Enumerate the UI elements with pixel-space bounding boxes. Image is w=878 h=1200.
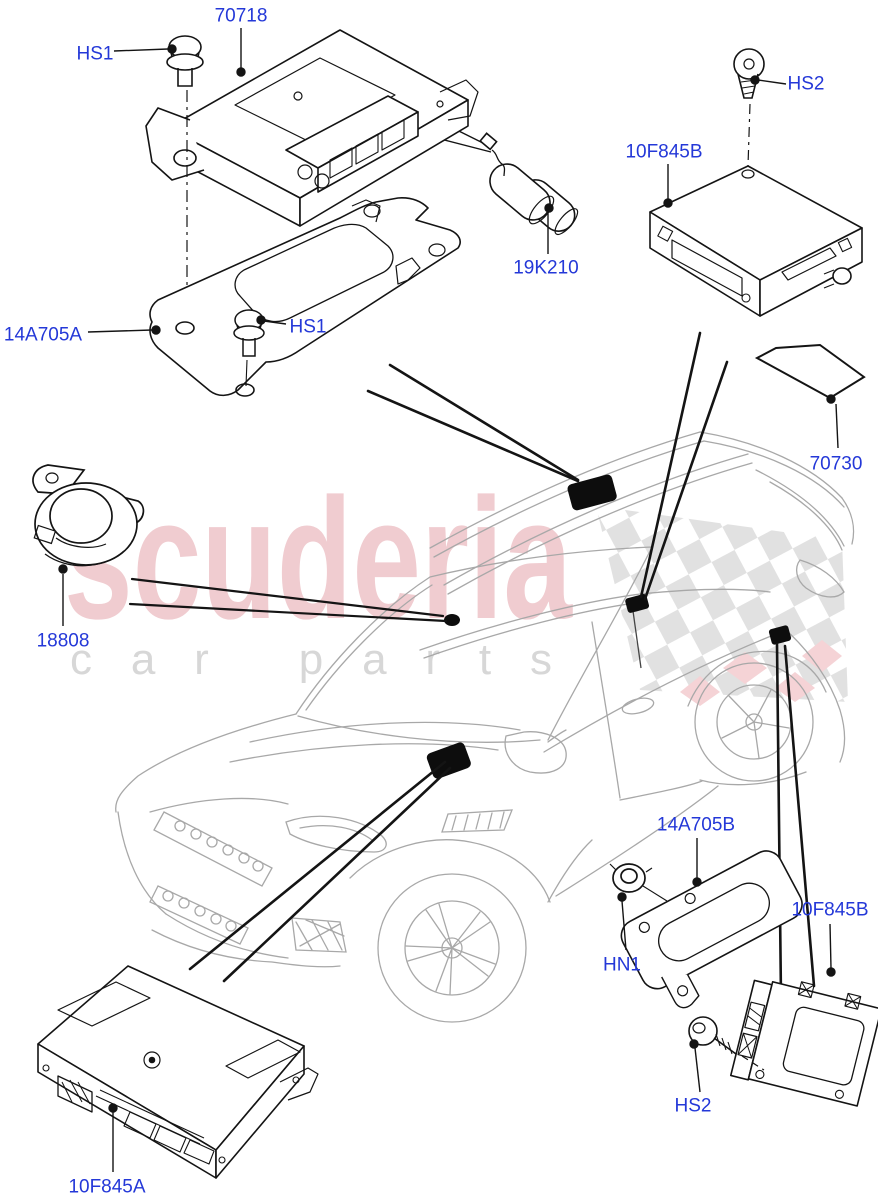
part-label-14a705a[interactable]: 14A705A bbox=[3, 324, 83, 346]
battery-pack-19k210-drawing bbox=[479, 132, 579, 236]
part-label-hn1[interactable]: HN1 bbox=[602, 954, 642, 976]
part-label-hs1-bracket[interactable]: HS1 bbox=[289, 316, 327, 338]
part-label-hs2-bottom[interactable]: HS2 bbox=[674, 1095, 712, 1117]
patch-plate-70730-drawing bbox=[754, 343, 866, 400]
vehicle-outline-drawing bbox=[115, 431, 855, 1023]
roof-rear-patch bbox=[625, 594, 650, 613]
bracket-14a705a-drawing bbox=[149, 197, 461, 397]
rear-quarter-patch bbox=[768, 625, 792, 645]
watermark-brand-text: scuderia bbox=[64, 463, 573, 655]
part-label-hs2-top[interactable]: HS2 bbox=[787, 73, 825, 95]
bracket-14a705b-drawing bbox=[620, 850, 803, 1009]
grille-chain-pattern bbox=[162, 820, 264, 932]
ecu-module-70718-drawing bbox=[145, 29, 492, 227]
cowl-patch bbox=[426, 742, 471, 779]
roof-front-patch bbox=[567, 474, 617, 511]
part-label-14a705b[interactable]: 14A705B bbox=[656, 814, 736, 836]
screw-hs2-bottom-icon bbox=[688, 1016, 765, 1071]
watermark-tagline-text: car parts bbox=[70, 635, 570, 684]
part-label-10f845b-bottom[interactable]: 10F845B bbox=[791, 899, 869, 921]
bolt-hs1-top-icon bbox=[166, 35, 204, 322]
pillar-line bbox=[632, 610, 642, 669]
screw-hs2-top-icon bbox=[733, 48, 765, 167]
module-10f845b-top-drawing bbox=[649, 165, 863, 317]
part-label-70718[interactable]: 70718 bbox=[214, 5, 268, 27]
mirror-mic-dot bbox=[444, 614, 460, 626]
leader-lines bbox=[128, 331, 816, 1000]
part-label-hs1-top[interactable]: HS1 bbox=[76, 43, 114, 65]
watermark-pink-diamonds bbox=[680, 640, 842, 706]
module-10f845b-bottom-drawing bbox=[729, 979, 878, 1107]
part-label-10f845b-top[interactable]: 10F845B bbox=[625, 141, 703, 163]
part-label-19k210[interactable]: 19K210 bbox=[513, 257, 579, 279]
module-10f845a-drawing bbox=[37, 965, 319, 1179]
part-label-18808[interactable]: 18808 bbox=[36, 630, 90, 652]
grommet-hn1-drawing bbox=[609, 863, 668, 902]
microphone-18808-drawing bbox=[32, 464, 145, 567]
part-label-70730[interactable]: 70730 bbox=[809, 453, 863, 475]
label-leader-lines bbox=[58, 28, 839, 1172]
part-label-10f845a[interactable]: 10F845A bbox=[68, 1176, 146, 1198]
mounting-location-patches bbox=[426, 474, 792, 779]
